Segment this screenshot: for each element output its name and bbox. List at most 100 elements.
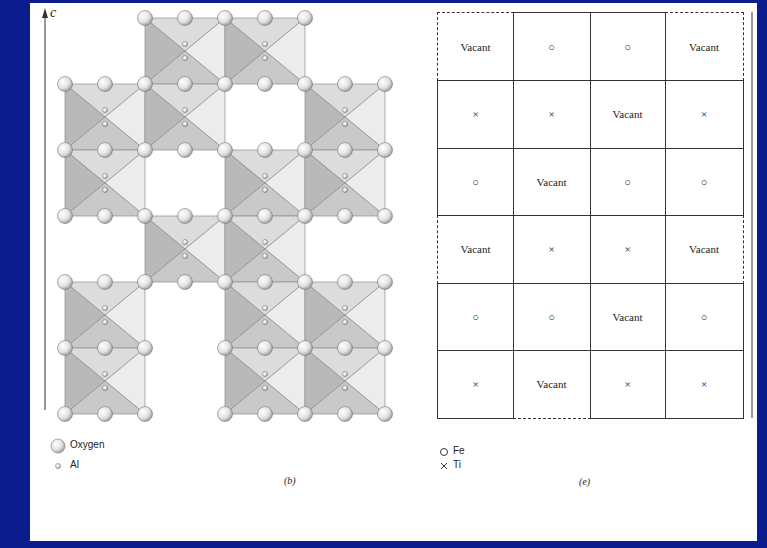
oxygen-atom [298,143,313,158]
oxygen-atom [98,77,113,92]
al-atom [103,320,108,325]
lattice-cell: ○ [513,283,591,351]
oxygen-atom [178,275,193,290]
lattice-cell: ○ [513,12,591,81]
oxygen-atom [378,341,393,356]
legend-text: Oxygen [70,439,104,450]
panel-label: (e) [579,476,590,487]
al-atom [103,306,108,311]
oxygen-atom [378,275,393,290]
al-atom [183,56,188,61]
oxygen-atom [338,407,353,422]
axis-label: c [50,5,56,20]
cell-text: ○ [624,176,631,188]
oxygen-atom [258,77,273,92]
octahedron [145,84,225,150]
oxygen-atom [338,275,353,290]
lattice-cell: × [513,215,591,284]
octahedron [305,348,385,414]
al-atom [103,372,108,377]
cell-text: ○ [548,41,555,53]
octahedron [225,150,305,216]
oxygen-sample [51,439,65,453]
lattice-cell: × [513,80,591,149]
cell-text: Vacant [461,243,491,255]
oxygen-atom [138,209,153,224]
oxygen-atom [178,77,193,92]
al-atom [103,122,108,127]
al-atom [263,240,268,245]
al-atom [263,386,268,391]
oxygen-atom [298,11,313,26]
cell-text: × [701,378,707,390]
al-atom [263,372,268,377]
lattice-cell: Vacant [437,12,514,81]
al-atom [263,188,268,193]
cell-text: × [624,243,630,255]
panel-label: (e) [579,476,590,487]
cell-text: × [701,108,707,120]
oxygen-atom [58,77,73,92]
cell-text: × [548,243,554,255]
al-atom [183,42,188,47]
oxygen-atom [218,209,233,224]
legend-entry: Fe [453,445,465,456]
oxygen-atom [98,407,113,422]
octahedron [225,348,305,414]
oxygen-atom [298,209,313,224]
lattice-cell: × [590,350,666,419]
lattice-cell: × [437,350,514,419]
oxygen-atom [298,77,313,92]
octahedron [65,282,145,348]
cell-text: Vacant [689,243,719,255]
legend-text: Al [70,459,79,470]
lattice-cell: × [437,80,514,149]
al-atom [263,42,268,47]
oxygen-atom [98,209,113,224]
octahedron [65,84,145,150]
octahedra [58,11,393,422]
octahedron [305,84,385,150]
cell-text: Vacant [613,311,643,323]
lattice-cell: Vacant [665,215,744,284]
oxygen-atom [378,143,393,158]
oxygen-atom [58,209,73,224]
oxygen-atom [58,143,73,158]
al-atom [103,108,108,113]
octahedron [145,18,225,84]
lattice-cell: ○ [437,148,514,216]
al-atom [263,174,268,179]
cell-text: ○ [701,176,708,188]
oxygen-atom [58,275,73,290]
oxygen-atom [178,209,193,224]
octahedron [225,282,305,348]
lattice-cell: ○ [665,148,744,216]
cell-text: Vacant [689,41,719,53]
al-atom [263,56,268,61]
al-atom [183,122,188,127]
cell-text: Vacant [613,108,643,120]
legend-text: Ti [453,459,461,470]
oxygen-atom [138,143,153,158]
legend-samples [51,439,448,469]
oxygen-atom [58,341,73,356]
oxygen-atom [338,143,353,158]
octahedron [65,150,145,216]
oxygen-atom [218,11,233,26]
lattice-cell: Vacant [665,12,744,81]
al-atom [183,240,188,245]
oxygen-atom [338,77,353,92]
oxygen-atom [138,77,153,92]
al-atom [103,386,108,391]
al-atom [103,174,108,179]
cell-text: ○ [701,311,708,323]
white-panel [30,3,757,541]
al-atom [183,108,188,113]
ti-sample-stroke [441,463,447,469]
lattice-cell: Vacant [513,350,591,419]
oxygen-atom [218,407,233,422]
oxygen-atom [378,209,393,224]
axis-arrowhead [42,8,48,18]
cell-text: × [548,108,554,120]
al-atom [343,108,348,113]
